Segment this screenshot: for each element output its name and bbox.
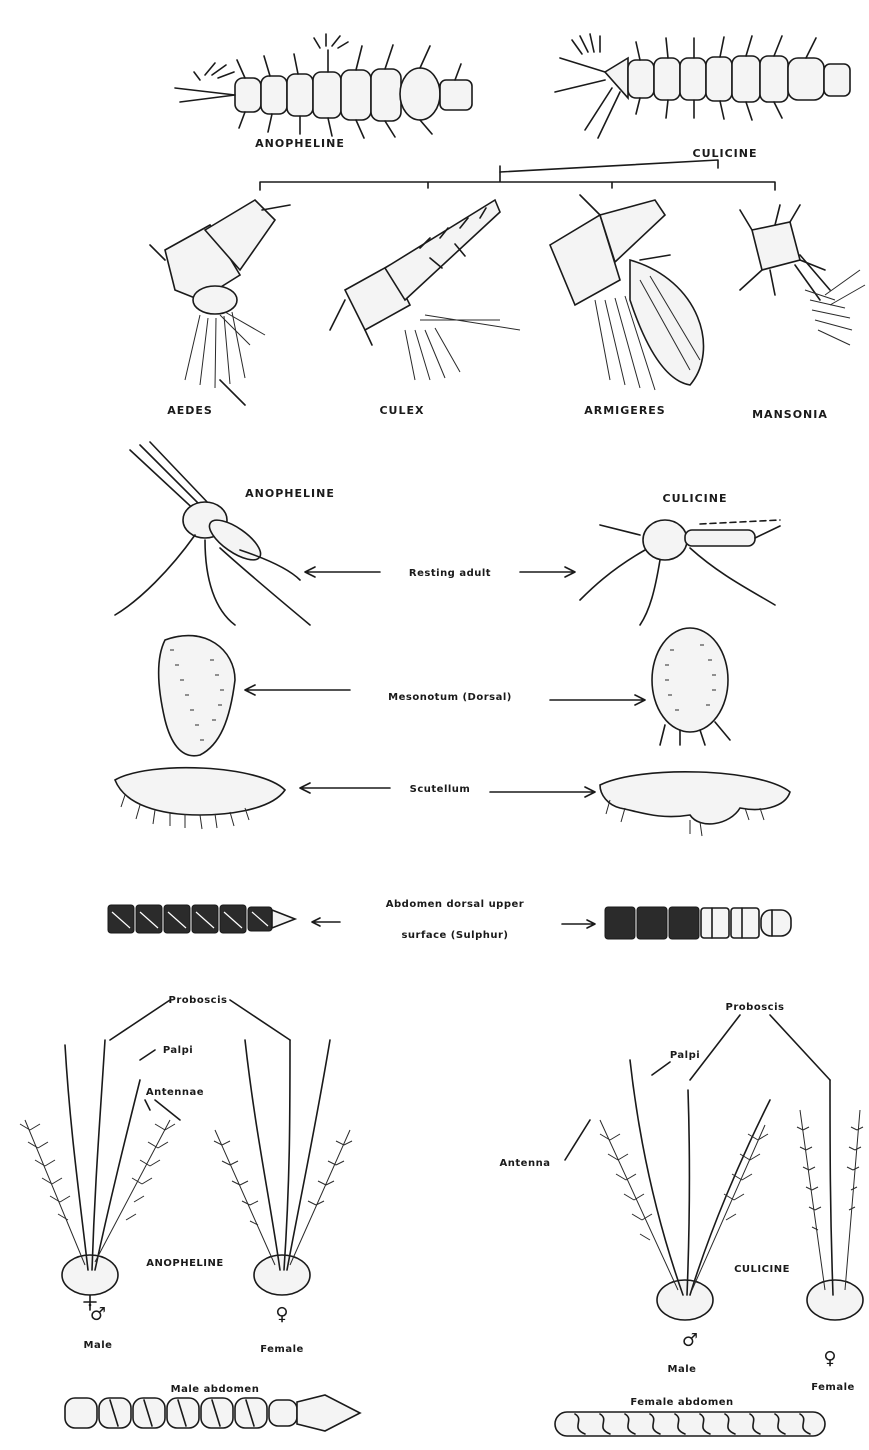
culicine-larva-label: CULICINE xyxy=(693,147,758,160)
male-abdomen-label: Male abdomen xyxy=(171,1384,260,1395)
anopheline-resting-adult xyxy=(115,442,310,625)
abdomen-arrows xyxy=(312,918,595,928)
armigeres-label: ARMIGERES xyxy=(584,404,665,417)
anopheline-palpi-label: Palpi xyxy=(163,1045,193,1056)
culicine-antennae-label: Antenna xyxy=(500,1158,551,1169)
culicine-male-symbol: ♂ xyxy=(682,1330,698,1351)
mansonia-label: MANSONIA xyxy=(752,408,828,421)
culicine-female-head xyxy=(797,1080,863,1320)
genus-bracket xyxy=(260,160,775,190)
culicine-male-head xyxy=(600,1060,770,1320)
culicine-mesonotum xyxy=(652,628,730,745)
anopheline-female-symbol: ♀ xyxy=(275,1304,288,1325)
anopheline-head-pointers xyxy=(110,1000,290,1120)
culicine-female-label: Female xyxy=(811,1382,855,1393)
anopheline-scutellum xyxy=(115,768,285,829)
male-abdomen-figure xyxy=(65,1395,360,1431)
culicine-palpi-label: Palpi xyxy=(670,1050,700,1061)
culex-figure xyxy=(330,200,520,380)
anopheline-male-head xyxy=(20,1040,175,1310)
female-abdomen-label: Female abdomen xyxy=(630,1397,733,1408)
plumose-antenna xyxy=(20,1120,175,1265)
abdomen-label-line1: Abdomen dorsal upper xyxy=(386,899,524,910)
culicine-abdomen-dorsal xyxy=(605,907,791,939)
aedes-label: AEDES xyxy=(167,404,213,417)
female-abdomen-figure xyxy=(555,1412,825,1436)
larva-siphon xyxy=(555,34,620,138)
pilose-antenna xyxy=(214,1130,352,1265)
culicine-adult-label: CULICINE xyxy=(663,492,728,505)
mesonotum-label: Mesonotum (Dorsal) xyxy=(388,692,512,703)
armigeres-figure xyxy=(550,195,704,390)
anopheline-antennae-label: Antennae xyxy=(146,1087,204,1098)
scutellum-label: Scutellum xyxy=(410,784,471,795)
anopheline-larva xyxy=(175,34,472,138)
culicine-male-label: Male xyxy=(668,1364,697,1375)
aedes-figure xyxy=(150,200,290,405)
anopheline-abdomen-dorsal xyxy=(108,905,295,933)
anopheline-male-symbol: ♂ xyxy=(90,1304,106,1325)
anopheline-larva-label: ANOPHELINE xyxy=(255,137,345,150)
anopheline-proboscis-label: Proboscis xyxy=(169,995,228,1006)
culicine-heads-label: CULICINE xyxy=(734,1264,790,1275)
anopheline-adult-label: ANOPHELINE xyxy=(245,487,335,500)
culicine-larva xyxy=(555,34,850,138)
anopheline-female-head xyxy=(214,1040,352,1295)
abdomen-label-line2: surface (Sulphur) xyxy=(401,930,508,941)
anopheline-male-label: Male xyxy=(84,1340,113,1351)
culicine-female-symbol: ♀ xyxy=(823,1348,836,1369)
anopheline-heads-label: ANOPHELINE xyxy=(146,1258,223,1269)
mansonia-figure xyxy=(740,205,865,345)
culicine-proboscis-label: Proboscis xyxy=(726,1002,785,1013)
anopheline-female-label: Female xyxy=(260,1344,304,1355)
culex-label: CULEX xyxy=(379,404,424,417)
culicine-resting-adult xyxy=(580,520,780,625)
larva-segments xyxy=(605,56,850,102)
culicine-scutellum xyxy=(600,772,790,836)
culicine-head-pointers xyxy=(565,1015,830,1160)
anopheline-mesonotum xyxy=(159,636,235,756)
resting-adult-label: Resting adult xyxy=(409,568,491,579)
